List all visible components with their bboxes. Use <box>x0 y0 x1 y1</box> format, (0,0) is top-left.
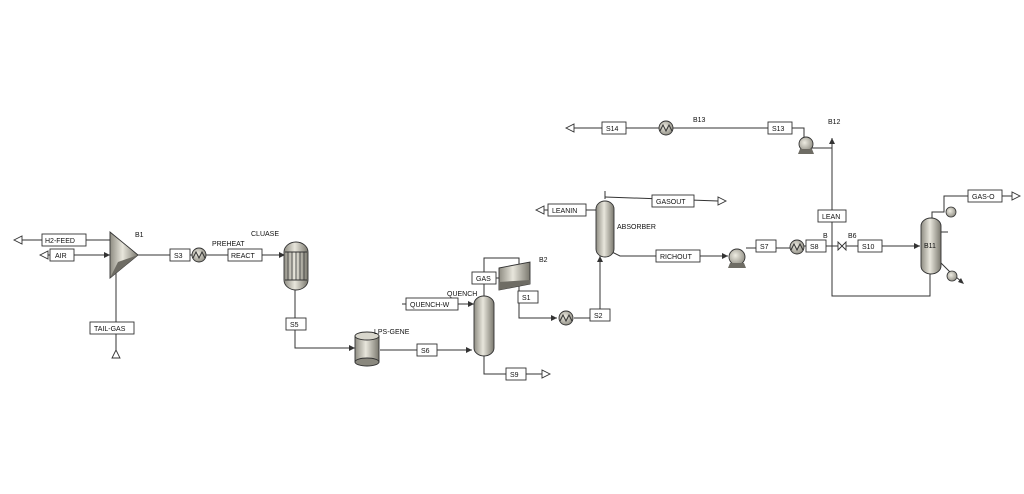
stream-h2-feed[interactable]: H2-FEED <box>41 233 87 247</box>
stream-s13[interactable]: S13 <box>767 121 793 135</box>
stream-gas-o[interactable]: GAS-O <box>967 189 1003 203</box>
preheat-label: PREHEAT <box>212 241 245 248</box>
stream-react[interactable]: REACT <box>227 248 263 262</box>
stream-tail-gas[interactable]: TAIL-GAS <box>89 321 135 335</box>
stream-s7[interactable]: S7 <box>755 239 777 253</box>
stream-s3[interactable]: S3 <box>169 248 191 262</box>
stream-s13-label: S13 <box>772 126 785 133</box>
compressor-label: B2 <box>539 257 548 264</box>
quench-column[interactable]: QUENCH <box>447 291 495 357</box>
mixer-b1[interactable]: B1 <box>109 231 144 279</box>
s9-out-arrow <box>541 369 552 379</box>
valve-b6-label: B6 <box>848 233 857 240</box>
stream-leanin-label: LEANIN <box>552 208 577 215</box>
preheat-exchanger[interactable]: PREHEAT <box>191 241 245 263</box>
stream-leanin[interactable]: LEANIN <box>547 203 587 217</box>
stream-s8-label: S8 <box>810 244 819 251</box>
stream-richout[interactable]: RICHOUT <box>655 249 701 263</box>
gasout-out-arrow <box>717 196 728 206</box>
block-b-label: B <box>823 233 828 240</box>
stream-lean[interactable]: LEAN <box>817 209 847 223</box>
stream-s6-label: S6 <box>421 348 430 355</box>
column-b11-label: B11 <box>924 243 936 250</box>
stream-s9-label: S9 <box>510 372 519 379</box>
valve-b6[interactable]: B6 <box>837 233 857 252</box>
compressor-b2[interactable]: B2 <box>498 257 548 291</box>
block-b[interactable]: B <box>823 233 828 240</box>
stream-react-label: REACT <box>231 253 255 260</box>
mixer-b1-label: B1 <box>135 232 144 239</box>
cooler-exchanger[interactable] <box>558 310 574 326</box>
stream-s1[interactable]: S1 <box>517 290 539 304</box>
cross-exchanger[interactable] <box>789 239 805 255</box>
stream-s2[interactable]: S2 <box>589 308 611 322</box>
pump-b12-label: B12 <box>828 119 841 126</box>
stream-s2-label: S2 <box>594 313 603 320</box>
stream-s7-label: S7 <box>760 244 769 251</box>
cooler-b13-label: B13 <box>693 117 706 124</box>
lps-gene-label: LPS-GENE <box>374 329 410 336</box>
stream-quench-w-label: QUENCH-W <box>410 302 450 309</box>
stream-air-label: AIR <box>55 253 67 260</box>
stream-air[interactable]: AIR <box>49 248 75 262</box>
stream-s14[interactable]: S14 <box>601 121 627 135</box>
stream-s1-label: S1 <box>522 295 531 302</box>
stream-h2-feed-label: H2-FEED <box>45 238 75 245</box>
pump-b12[interactable]: B12 <box>798 119 841 154</box>
stream-s10-label: S10 <box>862 244 875 251</box>
gas-o-out-arrow <box>1011 191 1022 201</box>
stream-gas-o-label: GAS-O <box>972 194 995 201</box>
stream-s8[interactable]: S8 <box>805 239 827 253</box>
stream-gas-label: GAS <box>476 276 491 283</box>
quench-label: QUENCH <box>447 291 477 298</box>
stream-gasout-label: GASOUT <box>656 199 686 206</box>
stream-s9[interactable]: S9 <box>505 367 527 381</box>
stream-lean-label: LEAN <box>822 214 840 221</box>
absorber-column[interactable]: ABSORBER <box>595 200 656 258</box>
flow-arrows <box>12 123 1022 379</box>
cooler-b13[interactable]: B13 <box>658 117 706 136</box>
stream-gasout[interactable]: GASOUT <box>651 194 695 208</box>
h2-feed-out-arrow <box>12 235 23 245</box>
stream-gas[interactable]: GAS <box>471 271 497 285</box>
s14-out-arrow <box>564 123 575 133</box>
stream-labels: H2-FEED AIR TAIL-GAS S3 REACT S5 S6 QUE <box>41 121 1003 381</box>
tail-gas-in-arrow <box>111 348 121 359</box>
reactor-cluase[interactable]: CLUASE <box>251 231 309 291</box>
stream-s14-label: S14 <box>606 126 619 133</box>
reactor-label: CLUASE <box>251 231 279 238</box>
stream-s5-label: S5 <box>290 322 299 329</box>
stream-s6[interactable]: S6 <box>416 343 438 357</box>
stream-s3-label: S3 <box>174 253 183 260</box>
stream-s10[interactable]: S10 <box>857 239 883 253</box>
stream-s5[interactable]: S5 <box>285 317 307 331</box>
stream-quench-w[interactable]: QUENCH-W <box>405 297 459 311</box>
rich-pump[interactable] <box>728 248 746 268</box>
lps-gene-vessel[interactable]: LPS-GENE <box>354 329 410 367</box>
air-in-arrow <box>38 250 49 260</box>
absorber-label: ABSORBER <box>617 224 656 231</box>
stream-richout-label: RICHOUT <box>660 254 693 261</box>
leanin-in-arrow <box>534 205 545 215</box>
column-b11[interactable]: B11 <box>920 206 958 282</box>
stream-tail-gas-label: TAIL-GAS <box>94 326 126 333</box>
